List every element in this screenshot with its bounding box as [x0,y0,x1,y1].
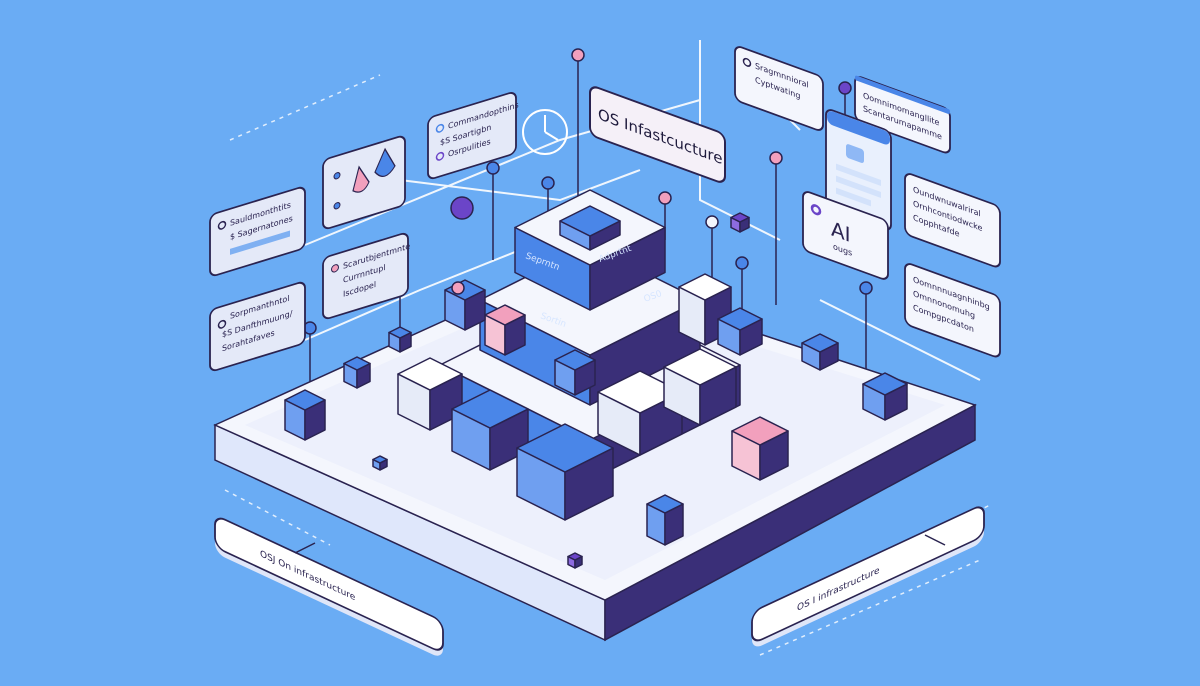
ai-title: AI [831,217,851,247]
pin-dot-icon [451,281,465,295]
pin-dot-icon [705,215,719,229]
cube [284,389,326,441]
right-card-2[interactable]: Oomnimomangllite Scantarumapamme [854,75,951,155]
cube [717,307,763,356]
block-stack [284,189,908,569]
cube [597,370,683,456]
cube [731,416,789,481]
dot-icon [333,172,341,180]
progress-bar-decor [230,230,290,255]
cube [397,357,463,431]
dot-icon [810,204,822,216]
cube [516,423,614,521]
pin-dot-icon [450,196,474,220]
title-banner: OS Infastcucture [589,86,726,183]
pin-dot-icon [735,256,749,270]
cube [646,494,684,546]
dot-icon [217,220,227,230]
dot-icon [331,264,339,273]
bottom-banner-left: OSJ On infrastructure [214,517,444,656]
pin-dot-icon [541,176,555,190]
cube [484,304,526,356]
pin-dot-icon [838,81,852,95]
right-card-3[interactable]: Oundwnuwalriral Ornhcontiodwcke Copphtaf… [904,172,1001,269]
cube [388,326,412,353]
cube [444,279,486,331]
pin-dot-icon [486,161,500,175]
pin-dot-icon [571,48,585,62]
right-card-4[interactable]: Oomnnnuagnhinbg Omnnonomuhg Compgpcdaton [904,262,1001,359]
dot-icon [435,123,445,133]
dot-icon [217,319,227,329]
clock-icon [522,109,568,155]
cube [663,348,737,426]
left-card-4[interactable]: Scarutbjentmnte Currnntupl Iscdopel [322,231,410,320]
cube [567,552,583,569]
right-card-1[interactable]: Sragmnnioral Cyptwating [734,45,824,132]
cube [678,273,732,346]
cube [862,372,908,421]
cube [559,205,621,251]
bottom-banner-right: OS I infrastructure [751,506,985,647]
blue-drop-icon [374,147,396,177]
dot-icon [435,151,445,161]
cube [343,356,371,389]
dot-icon [333,202,341,210]
image-icon [846,144,864,163]
banner-connectors [294,534,946,554]
cube [730,212,750,233]
left-card-1[interactable]: Sauldmonthtits $ Sagernatones [209,186,306,277]
cube [554,349,596,396]
cube [801,333,839,371]
left-card-2[interactable]: Sorpmanthntol $S Danfthmuung/ Sorahtafav… [209,281,306,372]
left-card-5[interactable]: Commandopthins $S Soartigbn Osrpulities [427,90,519,180]
cube [372,455,388,471]
pink-drop-icon [352,165,370,193]
pin-dot-icon [859,281,873,295]
ai-card[interactable]: AI ougs [802,190,889,281]
pin-dot-icon [769,151,783,165]
left-card-3[interactable] [322,135,406,230]
dot-icon [742,57,752,67]
pin-dot-icon [658,191,672,205]
app-window-card[interactable] [825,108,892,232]
